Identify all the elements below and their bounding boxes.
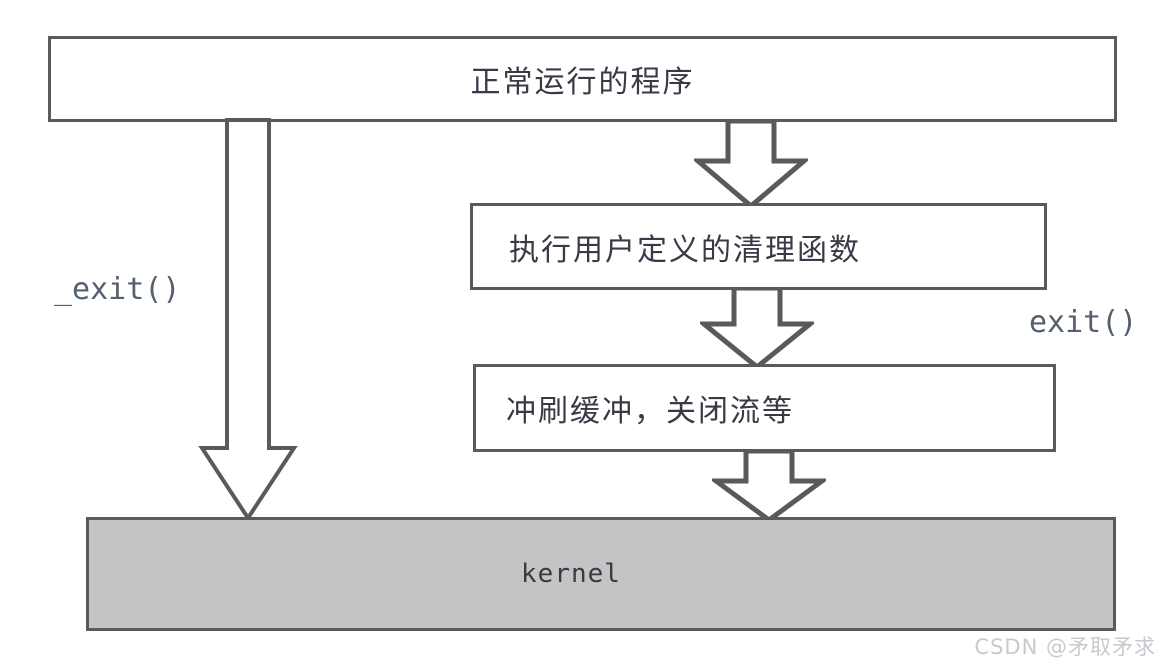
edge-label-exit: exit() bbox=[1029, 305, 1138, 340]
node-flush-box: 冲刷缓冲，关闭流等 bbox=[473, 364, 1056, 452]
node-kernel-box: kernel bbox=[86, 517, 1116, 631]
node-program-label: 正常运行的程序 bbox=[470, 65, 695, 100]
node-cleanup-label: 执行用户定义的清理函数 bbox=[509, 232, 861, 268]
node-kernel-label: kernel bbox=[521, 559, 621, 589]
arrow-flush-to-kernel bbox=[712, 449, 826, 523]
arrow-program-to-cleanup bbox=[694, 119, 808, 209]
edge-label-underscore-exit: _exit() bbox=[54, 272, 181, 307]
watermark-text: CSDN @矛取矛求 bbox=[974, 635, 1156, 659]
arrow-cleanup-to-flush bbox=[700, 286, 814, 370]
arrow-program-to-kernel bbox=[198, 118, 298, 522]
node-cleanup-box: 执行用户定义的清理函数 bbox=[470, 203, 1047, 290]
node-program-box: 正常运行的程序 bbox=[48, 36, 1117, 122]
node-flush-label: 冲刷缓冲，关闭流等 bbox=[506, 394, 794, 429]
